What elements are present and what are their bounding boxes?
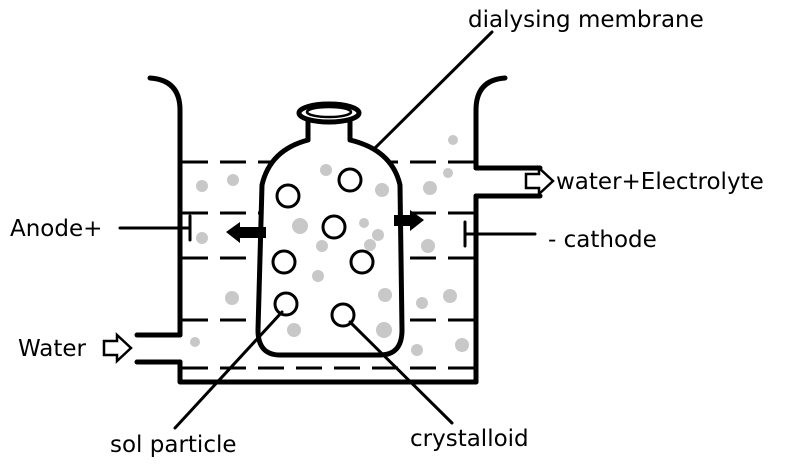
sol-particle [273, 291, 299, 317]
membrane-label: dialysing membrane [468, 7, 704, 33]
inlet-label: Water [18, 336, 87, 362]
crystalloid-particle [455, 338, 469, 352]
sol-particles [271, 167, 375, 328]
crystalloid-particle [443, 168, 453, 178]
crystalloid-particle [320, 164, 332, 176]
arrow-left-icon [226, 222, 266, 243]
crystalloid-particle [316, 240, 328, 252]
crystalloid-particle [359, 218, 369, 228]
cathode-electrode [463, 220, 537, 248]
membrane-leader-line [373, 30, 494, 150]
crystalloid-particle [196, 180, 208, 192]
crystalloid-particle [421, 239, 435, 253]
crystalloid-particle [312, 270, 324, 282]
crystalloid-leader-line [348, 320, 454, 425]
anode-electrode [118, 214, 192, 242]
crystalloid-particle [376, 322, 392, 338]
tank-left-wall-low [177, 359, 479, 385]
sol-particle [275, 183, 301, 209]
crystalloid-particle [423, 181, 437, 195]
arrow-right-icon [394, 210, 424, 231]
crystalloid-particle [411, 344, 423, 356]
crystalloid-particle [196, 232, 208, 244]
sol-leader-line [173, 310, 284, 430]
hollow-arrow-right-icon [102, 332, 133, 364]
crystalloid-particle [448, 135, 458, 145]
tank-right-wall [473, 75, 508, 171]
crystalloid-particle [416, 297, 428, 309]
membrane-neck-inner [305, 105, 353, 119]
crystalloid-particle [364, 239, 376, 251]
sol-particle [330, 302, 356, 328]
crystalloid-particle [378, 288, 392, 302]
crystalloid-particle [292, 218, 308, 234]
outlet-label: water+Electrolyte [556, 169, 764, 195]
crystalloid-particle [372, 229, 384, 241]
crystalloid-particles [190, 135, 469, 356]
hollow-arrow-right-icon [524, 165, 555, 197]
crystalloid-label: crystalloid [410, 426, 529, 452]
sol-particle [271, 249, 297, 275]
cathode-label: - cathode [548, 227, 657, 253]
crystalloid-particle [190, 337, 200, 347]
crystalloid-particle [443, 289, 457, 303]
crystalloid-particle [225, 291, 239, 305]
tank-left-wall [147, 75, 183, 338]
sol-particle [337, 167, 363, 193]
anode-label: Anode+ [10, 216, 102, 242]
sol-particle-label: sol particle [110, 432, 237, 458]
sol-particle [321, 214, 347, 240]
crystalloid-particle [375, 183, 389, 197]
crystalloid-particle [287, 323, 301, 337]
sol-particle [349, 249, 375, 275]
crystalloid-particle [227, 174, 239, 186]
